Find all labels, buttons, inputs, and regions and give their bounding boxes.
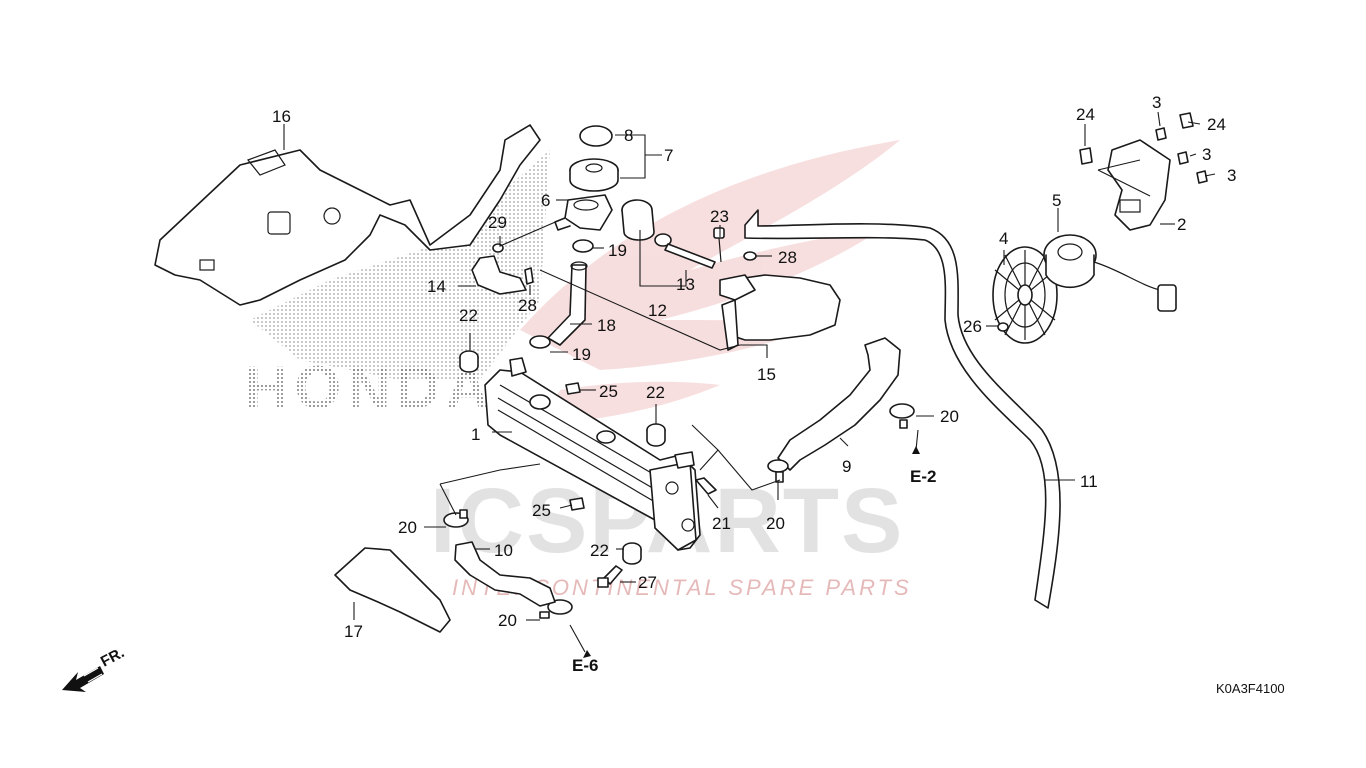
part-3-bolt-b[interactable] — [1177, 151, 1189, 165]
callout-19-lower[interactable]: 19 — [572, 345, 591, 364]
callout-22-mid[interactable]: 22 — [646, 383, 665, 402]
callout-10[interactable]: 10 — [494, 541, 513, 560]
arrow-e6 — [583, 650, 591, 658]
part-22-grommet-bottom[interactable] — [622, 542, 642, 565]
callout-5[interactable]: 5 — [1052, 191, 1061, 210]
callout-4[interactable]: 4 — [999, 229, 1008, 248]
callout-16[interactable]: 16 — [272, 107, 291, 126]
callout-11[interactable]: 11 — [1080, 472, 1098, 491]
part-24-bolt-right[interactable] — [1179, 112, 1194, 129]
callout-20-mid[interactable]: 20 — [766, 514, 785, 533]
ref-e6[interactable]: E-6 — [572, 656, 598, 675]
callout-2[interactable]: 2 — [1177, 215, 1186, 234]
callout-20-e2[interactable]: 20 — [940, 407, 959, 426]
arrow-e2 — [912, 446, 920, 454]
part-28-clip-left[interactable] — [524, 267, 534, 285]
callout-15[interactable]: 15 — [757, 365, 776, 384]
part-3-bolt-c[interactable] — [1196, 170, 1208, 184]
shading-dots — [250, 150, 550, 380]
part-18-hose[interactable] — [547, 264, 587, 346]
front-direction-arrow: FR. — [62, 644, 127, 692]
callout-7[interactable]: 7 — [664, 146, 673, 165]
part-15-reserve-tank[interactable] — [719, 274, 841, 351]
part-24-bolt-left[interactable] — [1079, 147, 1093, 165]
callout-25-lower[interactable]: 25 — [532, 501, 551, 520]
direction-label: FR. — [98, 644, 127, 670]
part-27-bolt[interactable] — [597, 565, 623, 588]
part-20-clamp-mid[interactable] — [767, 459, 789, 483]
callout-18[interactable]: 18 — [597, 316, 616, 335]
part-19-clamp-lower[interactable] — [529, 335, 551, 349]
part-23-bolt[interactable] — [713, 227, 725, 263]
callout-25-upper[interactable]: 25 — [599, 382, 618, 401]
part-25-bolt-lower[interactable] — [569, 497, 585, 511]
callout-1[interactable]: 1 — [471, 425, 480, 444]
callout-13[interactable]: 13 — [676, 275, 695, 294]
callout-6[interactable]: 6 — [541, 191, 550, 210]
part-8-o-ring[interactable] — [579, 125, 613, 147]
part-16-shroud[interactable] — [154, 124, 541, 306]
callout-3-mid[interactable]: 3 — [1202, 145, 1211, 164]
part-2-fan-bracket[interactable] — [1107, 139, 1171, 231]
part-14-hose[interactable] — [471, 255, 527, 295]
callout-29[interactable]: 29 — [488, 213, 507, 232]
part-13-level-gauge[interactable] — [654, 233, 716, 269]
part-12-reserve-cap[interactable] — [621, 199, 655, 241]
part-22-grommet-mid[interactable] — [646, 423, 666, 447]
callout-9[interactable]: 9 — [842, 457, 851, 476]
part-17-bracket[interactable] — [334, 547, 451, 633]
callout-24-right[interactable]: 24 — [1207, 115, 1226, 134]
part-26-nut[interactable] — [997, 322, 1009, 332]
part-20-clamp-bottom[interactable] — [539, 599, 573, 619]
callout-23[interactable]: 23 — [710, 207, 729, 226]
callout-labels: 16 8 7 6 29 19 23 28 13 14 28 12 22 18 1… — [272, 93, 1236, 641]
callout-8[interactable]: 8 — [624, 126, 633, 145]
part-10-hose[interactable] — [454, 541, 556, 607]
callout-17[interactable]: 17 — [344, 622, 363, 641]
part-5-fan-motor[interactable] — [1043, 234, 1177, 312]
callout-26[interactable]: 26 — [963, 317, 982, 336]
callout-22-bottom[interactable]: 22 — [590, 541, 609, 560]
part-9-lower-hose[interactable] — [777, 337, 901, 471]
diagram-code: K0A3F4100 — [1216, 681, 1285, 696]
callout-27[interactable]: 27 — [638, 573, 657, 592]
part-19-clamp-upper[interactable] — [572, 239, 594, 253]
part-20-clamp-left[interactable] — [443, 509, 469, 528]
part-22-grommet-top[interactable] — [459, 350, 479, 373]
callout-14[interactable]: 14 — [427, 277, 446, 296]
part-4-fan[interactable] — [992, 246, 1058, 344]
callout-3-top[interactable]: 3 — [1152, 93, 1161, 112]
callout-19-upper[interactable]: 19 — [608, 241, 627, 260]
callout-24-left[interactable]: 24 — [1076, 105, 1095, 124]
callout-21[interactable]: 21 — [712, 514, 731, 533]
callout-20-left[interactable]: 20 — [398, 518, 417, 537]
callout-12[interactable]: 12 — [648, 301, 667, 320]
callout-28-left[interactable]: 28 — [518, 296, 537, 315]
part-11-overflow-hose[interactable] — [744, 209, 1061, 609]
callout-28-right[interactable]: 28 — [778, 248, 797, 267]
part-28-clip-right[interactable] — [743, 251, 757, 261]
part-1-radiator[interactable] — [484, 357, 701, 551]
part-3-bolt-a[interactable] — [1155, 127, 1167, 141]
ref-e2[interactable]: E-2 — [910, 467, 936, 486]
leader-lines — [283, 111, 1216, 653]
part-21-bolt[interactable] — [695, 477, 717, 495]
part-6-filler-neck[interactable] — [554, 194, 613, 231]
part-20-clamp-e2[interactable] — [889, 403, 915, 429]
callout-20-bottom[interactable]: 20 — [498, 611, 517, 630]
callout-3-right[interactable]: 3 — [1227, 166, 1236, 185]
part-25-bolt-upper[interactable] — [565, 382, 581, 395]
part-7-radiator-cap[interactable] — [569, 158, 619, 192]
callout-22-top[interactable]: 22 — [459, 306, 478, 325]
